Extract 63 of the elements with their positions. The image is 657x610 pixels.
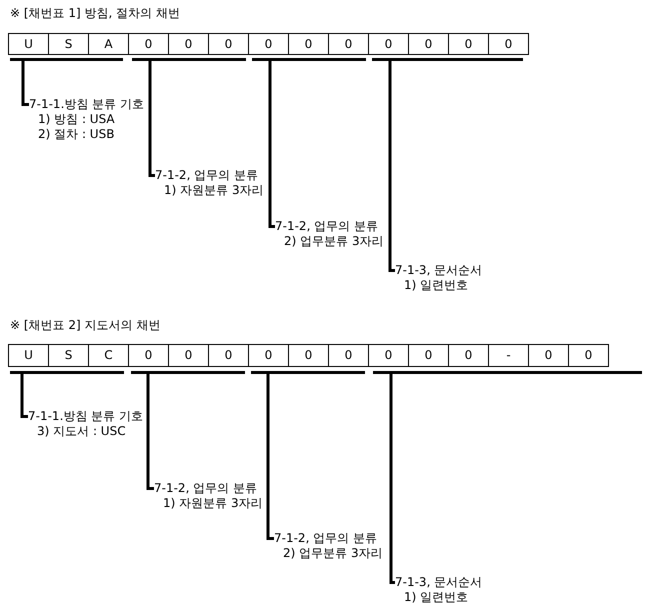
table-cell: 0 bbox=[368, 33, 409, 55]
table-cell: 0 bbox=[208, 33, 249, 55]
table-cell: 0 bbox=[448, 344, 489, 367]
table-cell: U bbox=[8, 344, 49, 367]
clause-heading: 7-1-2, 업무의 분류 bbox=[274, 531, 378, 546]
section-heading: ※ [채번표 1] 방침, 절차의 채번 bbox=[10, 5, 180, 21]
clause-heading: 7-1-1.방침 분류 기호 bbox=[29, 97, 144, 112]
clause-item: 1) 일련번호 bbox=[404, 278, 468, 293]
table-cell: 0 bbox=[408, 33, 449, 55]
leader-line bbox=[268, 61, 275, 228]
table-cell: 0 bbox=[328, 344, 369, 367]
table-cell: 0 bbox=[168, 344, 209, 367]
clause-item: 1) 자원분류 3자리 bbox=[164, 183, 264, 198]
clause-item: 1) 자원분류 3자리 bbox=[163, 496, 263, 511]
table-cell: 0 bbox=[288, 344, 329, 367]
group-underline bbox=[252, 58, 366, 61]
leader-line bbox=[390, 374, 395, 584]
group-underline bbox=[373, 371, 642, 374]
group-underline bbox=[372, 58, 523, 61]
clause-heading: 7-1-1.방침 분류 기호 bbox=[28, 409, 144, 424]
section-heading: ※ [채번표 2] 지도서의 채번 bbox=[10, 317, 160, 333]
table-cell: 0 bbox=[368, 344, 409, 367]
table-cell: 0 bbox=[168, 33, 209, 55]
leader-line bbox=[146, 374, 154, 490]
clause-heading: 7-1-2, 업무의 분류 bbox=[154, 481, 258, 496]
table-cell: 0 bbox=[408, 344, 449, 367]
table-cell: 0 bbox=[248, 33, 289, 55]
clause-heading: 7-1-3, 문서순서 bbox=[395, 263, 482, 278]
group-underline bbox=[10, 371, 124, 374]
table-cell: 0 bbox=[528, 344, 569, 367]
clause-item: 2) 절차 : USB bbox=[38, 127, 114, 142]
table-cell: 0 bbox=[488, 33, 529, 55]
table-cell: 0 bbox=[208, 344, 249, 367]
clause-item: 1) 일련번호 bbox=[404, 590, 468, 605]
table-cell: C bbox=[88, 344, 129, 367]
clause-item: 2) 업무분류 3자리 bbox=[284, 234, 384, 249]
leader-line bbox=[148, 61, 155, 177]
clause-item: 1) 방침 : USA bbox=[38, 112, 115, 127]
clause-item: 3) 지도서 : USC bbox=[37, 424, 126, 439]
clause-heading: 7-1-2, 업무의 분류 bbox=[275, 219, 378, 234]
group-underline bbox=[10, 58, 123, 61]
group-underline bbox=[132, 58, 246, 61]
table-cell: 0 bbox=[128, 33, 169, 55]
clause-item: 2) 업무분류 3자리 bbox=[283, 546, 383, 561]
table-cell: 0 bbox=[448, 33, 489, 55]
leader-line bbox=[388, 61, 395, 272]
table-cell: 0 bbox=[128, 344, 169, 367]
group-underline bbox=[131, 371, 245, 374]
table-cell: S bbox=[48, 344, 89, 367]
table-cell: - bbox=[488, 344, 529, 367]
leader-line bbox=[266, 374, 274, 540]
table-cell: U bbox=[8, 33, 49, 55]
clause-heading: 7-1-3, 문서순서 bbox=[395, 575, 482, 590]
leader-line bbox=[20, 374, 28, 418]
table-cell: 0 bbox=[568, 344, 609, 367]
table-cell: 0 bbox=[248, 344, 289, 367]
clause-heading: 7-1-2, 업무의 분류 bbox=[155, 168, 258, 183]
table-cell: 0 bbox=[328, 33, 369, 55]
table-cell: A bbox=[88, 33, 129, 55]
leader-line bbox=[22, 61, 29, 106]
table-cell: 0 bbox=[288, 33, 329, 55]
table-cell: S bbox=[48, 33, 89, 55]
group-underline bbox=[251, 371, 365, 374]
